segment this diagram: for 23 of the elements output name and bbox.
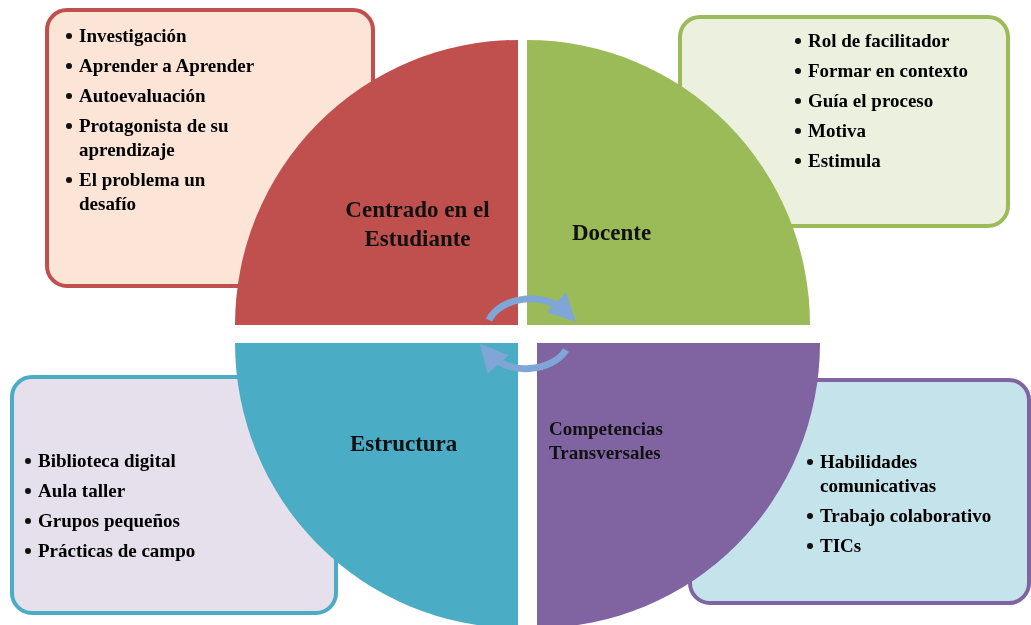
segment-title: Docente xyxy=(572,219,653,247)
cycle-arrow xyxy=(479,344,569,374)
bullet-text: Prácticas de campo xyxy=(38,540,196,561)
bullet-text: Protagonista de su aprendizaje xyxy=(79,115,229,160)
segment-title: Centrado en el Estudiante xyxy=(344,196,491,253)
segment-title: Competencias Transversales xyxy=(549,417,664,465)
bullet-text: Aula taller xyxy=(38,480,126,501)
bullet-text: Investigación xyxy=(79,25,187,46)
segment-title: Estructura xyxy=(350,430,459,458)
bullet-text: TICs xyxy=(820,535,862,556)
bullet-text: Formar en contexto xyxy=(808,60,969,81)
bullet-text: Autoevaluación xyxy=(79,85,206,106)
bullet-text: Habilidades comunicativas xyxy=(820,451,937,496)
bullet-text: Guía el proceso xyxy=(808,90,934,111)
bullet-text: El problema un desafío xyxy=(79,169,206,214)
bullet-text: Biblioteca digital xyxy=(38,450,176,471)
bullet-text: Estimula xyxy=(808,150,881,171)
bullet-text: Rol de facilitador xyxy=(808,30,950,51)
bullet-text: Trabajo colaborativo xyxy=(820,505,992,526)
bullet-text: Aprender a Aprender xyxy=(79,55,255,76)
cycle-arrow xyxy=(486,292,577,322)
bullet-text: Motiva xyxy=(808,120,867,141)
bullet-text: Grupos pequeños xyxy=(38,510,181,531)
